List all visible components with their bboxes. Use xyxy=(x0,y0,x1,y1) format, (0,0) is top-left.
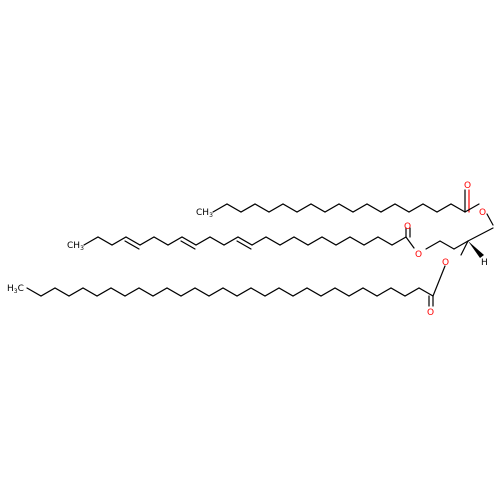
glycerol-c2-o xyxy=(460,240,469,256)
glycerol-c2-c3 xyxy=(453,240,469,250)
middle-chain-backbone xyxy=(83,236,407,246)
stereo-wedge xyxy=(468,241,484,258)
glycerol-c3-link xyxy=(467,227,494,242)
middle-carbonyl-o-label: O xyxy=(404,222,411,232)
bottom-chain-backbone xyxy=(26,287,434,297)
top-ch3-label: CH3 xyxy=(196,208,213,219)
bottom-ester-bond xyxy=(432,265,446,297)
top-ester-o-label: O xyxy=(479,208,486,218)
middle-ch3-label: CH3 xyxy=(67,241,84,252)
double-bond-2 xyxy=(180,240,196,250)
top-carbonyl-o-label: O xyxy=(464,181,471,191)
glycerol-c1-c2 xyxy=(439,240,455,250)
bottom-acyl-chain xyxy=(26,265,446,307)
top-acyl-chain xyxy=(212,189,494,226)
double-bond-1 xyxy=(124,240,140,250)
bottom-h3c-label: H3C xyxy=(7,284,24,295)
top-chain-backbone xyxy=(212,203,466,213)
middle-ester-o-label: O xyxy=(415,250,422,260)
atom-labels: CH3 O O CH3 O O H3C O O H xyxy=(7,181,488,318)
glycerol-backbone xyxy=(439,227,494,258)
bottom-ester-o-label: O xyxy=(442,258,449,268)
bottom-carbonyl-o-label: O xyxy=(427,308,434,318)
stereo-h-label: H xyxy=(481,258,488,268)
middle-o-glycerol-bond xyxy=(425,240,441,250)
top-o-glycerol-bond xyxy=(486,213,494,226)
middle-acyl-chain xyxy=(83,227,441,250)
double-bond-3 xyxy=(236,240,252,250)
middle-ester-bond xyxy=(405,236,415,249)
top-ester-bond xyxy=(464,203,480,213)
